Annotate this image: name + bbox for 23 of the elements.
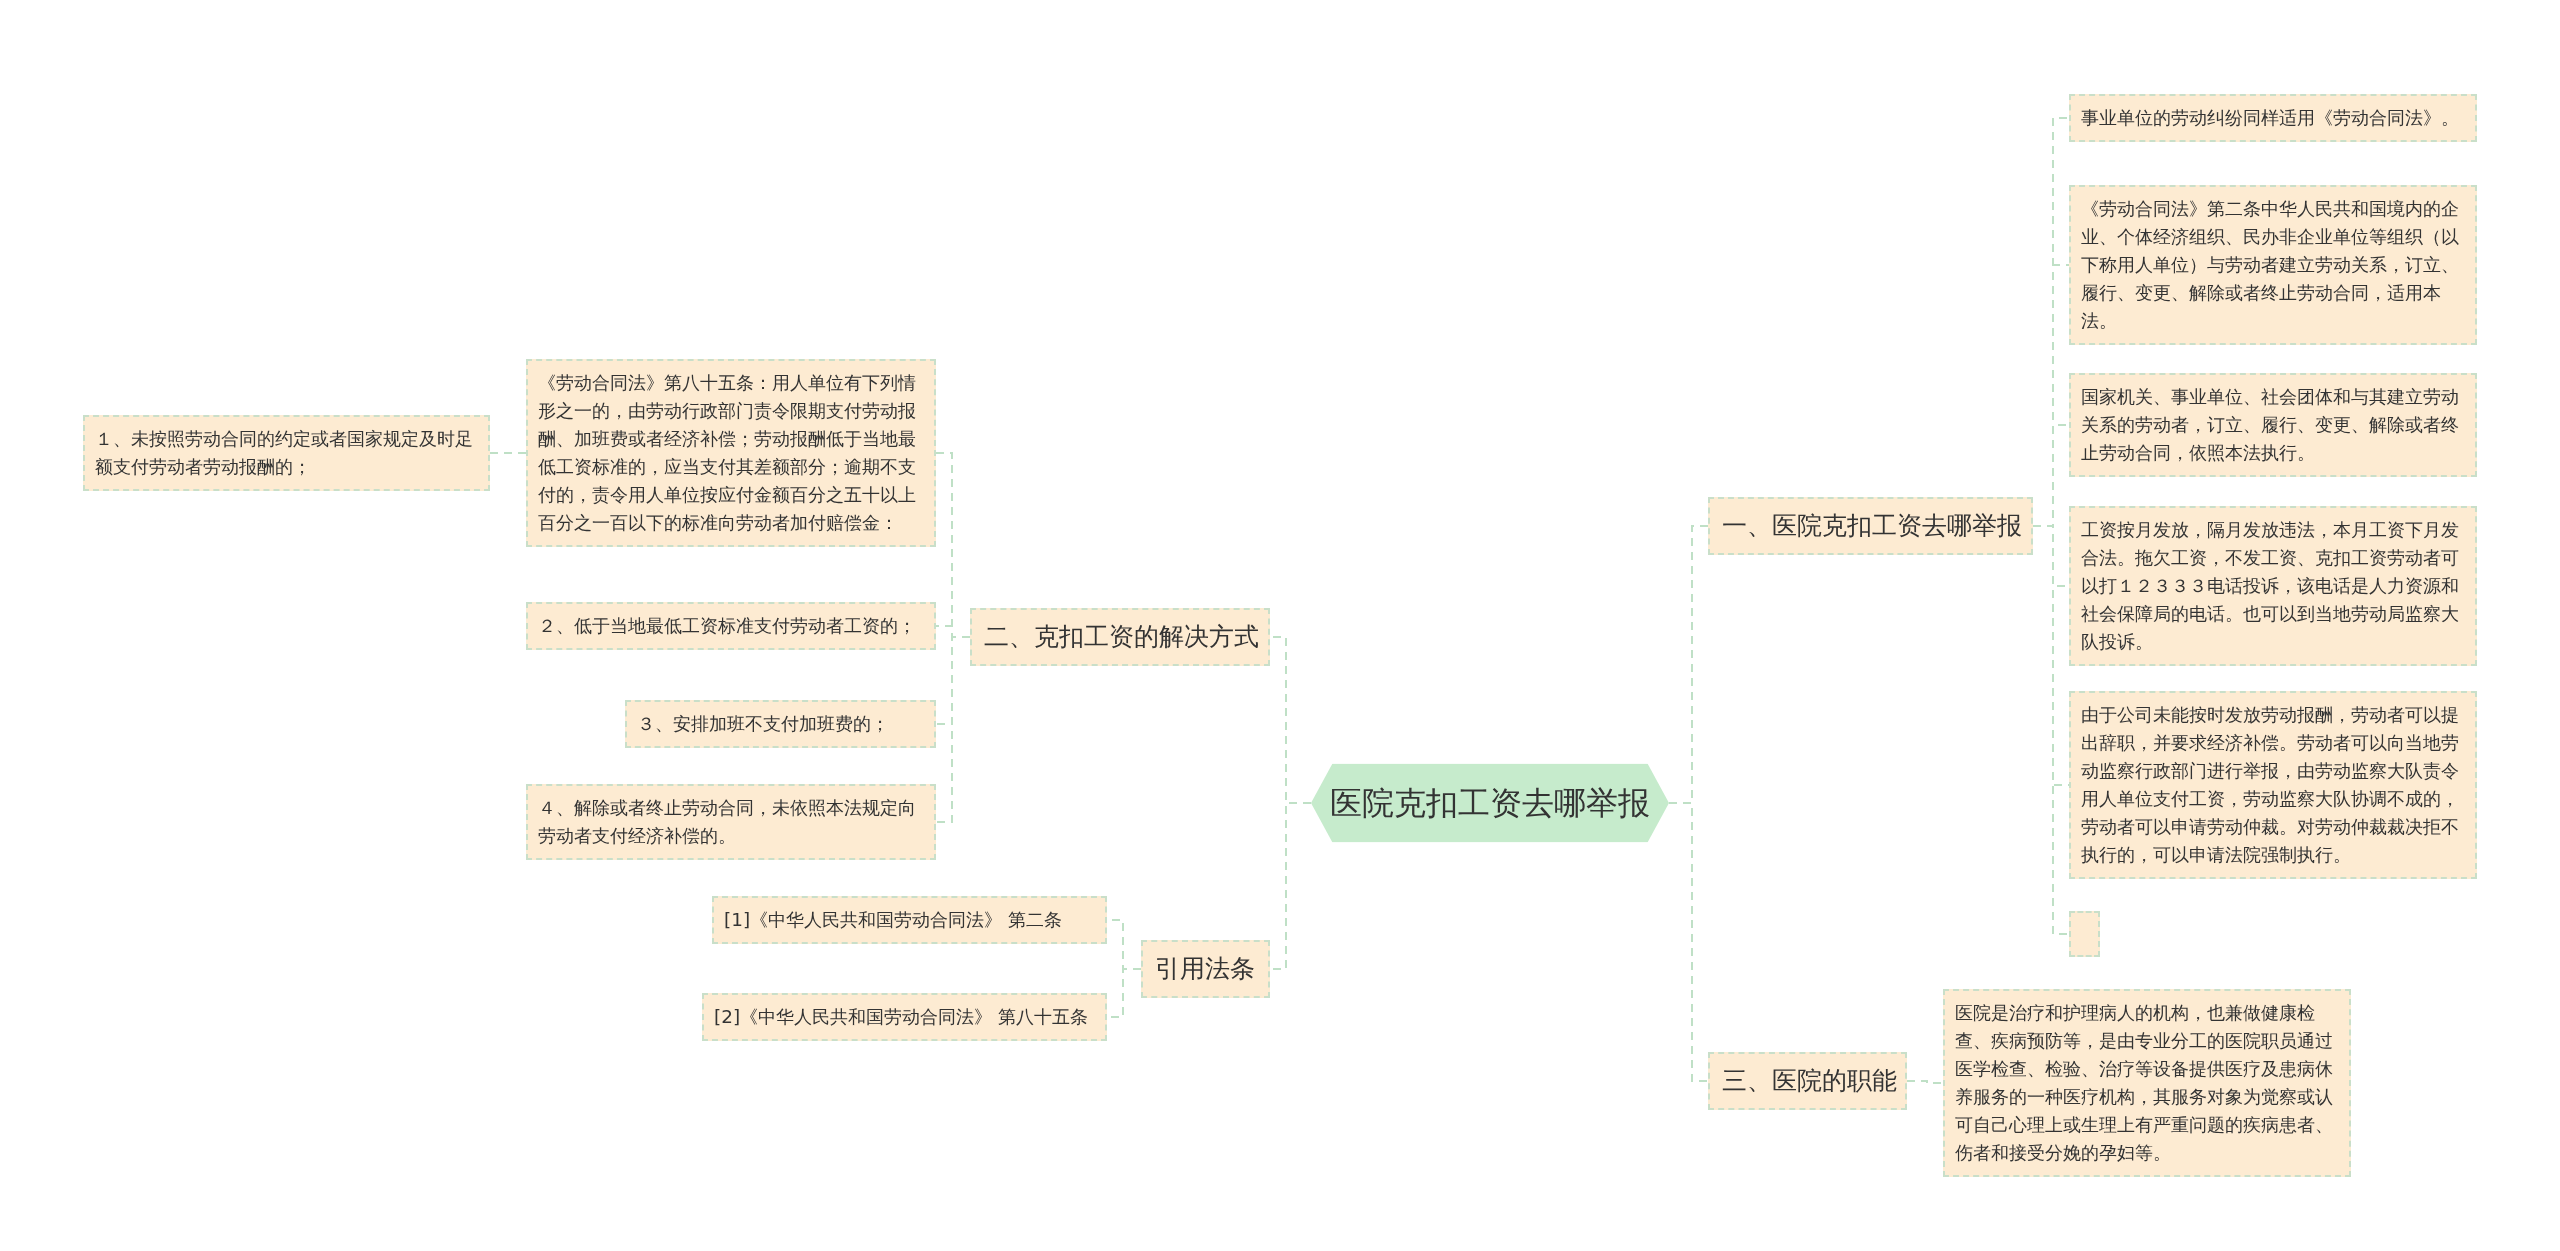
note-box: 由于公司未能按时发放劳动报酬，劳动者可以提出辞职，并要求经济补偿。劳动者可以向当地劳动监察行政部门进行举报，由劳动监察大队责令用人单位支付工资，劳动监察大队协调不成的，劳动者可以申请劳动仲裁。对劳动仲裁裁决拒不执行的，可以申请法院强制执行。 [2069,691,2477,879]
topic-box: 一、医院克扣工资去哪举报 [1708,497,2033,555]
topic-box: 引用法条 [1141,940,1270,998]
connector [1906,1080,1944,1084]
connector [1668,802,1709,1082]
note-box: 工资按月发放，隔月发放违法，本月工资下月发合法。拖欠工资，不发工资、克扣工资劳动者可以打１２３３３电话投诉，该电话是人力资源和社会保障局的电话。也可以到当地劳动局监察大队投诉。 [2069,506,2477,666]
note-box: ３、安排加班不支付加班费的； [625,700,936,748]
note-box: ４、解除或者终止劳动合同，未依照本法规定向劳动者支付经济补偿的。 [526,784,936,860]
note-box: 事业单位的劳动纠纷同样适用《劳动合同法》。 [2069,94,2477,142]
note-box: [1]《中华人民共和国劳动合同法》 第二条 [712,896,1107,944]
empty-box [2069,911,2100,957]
note-box: [2]《中华人民共和国劳动合同法》 第八十五条 [702,993,1107,1041]
note-box: １、未按照劳动合同的约定或者国家规定及时足额支付劳动者劳动报酬的； [83,415,490,491]
note-box: 《劳动合同法》第八十五条：用人单位有下列情形之一的，由劳动行政部门责令限期支付劳动报酬、加班费或者经济补偿；劳动报酬低于当地最低工资标准的，应当支付其差额部分；逾期不支付的，责令用人单位按应付金额百分之五十以上百分之一百以下的标准向劳动者加付赔偿金： [526,359,936,547]
topic-box: 三、医院的职能 [1708,1052,1907,1110]
note-box: 《劳动合同法》第二条中华人民共和国境内的企业、个体经济组织、民办非企业单位等组织（以下称用人单位）与劳动者建立劳动关系，订立、履行、变更、解除或者终止劳动合同，适用本法。 [2069,185,2477,345]
note-box: 国家机关、事业单位、社会团体和与其建立劳动关系的劳动者，订立、履行、变更、解除或者终止劳动合同，依照本法执行。 [2069,373,2477,477]
note-box: 医院是治疗和护理病人的机构，也兼做健康检查、疾病预防等，是由专业分工的医院职员通过医学检查、检验、治疗等设备提供医疗及患病休养服务的一种医疗机构，其服务对象为觉察或认可自己心理上或生理上有严重问题的疾病患者、伤者和接受分娩的孕妇等。 [1943,989,2351,1177]
connector [489,452,527,454]
connector [935,636,971,823]
topic-box: 二、克扣工资的解决方式 [970,608,1270,666]
note-box: ２、低于当地最低工资标准支付劳动者工资的； [526,602,936,650]
central-topic: 医院克扣工资去哪举报 [1311,763,1669,843]
